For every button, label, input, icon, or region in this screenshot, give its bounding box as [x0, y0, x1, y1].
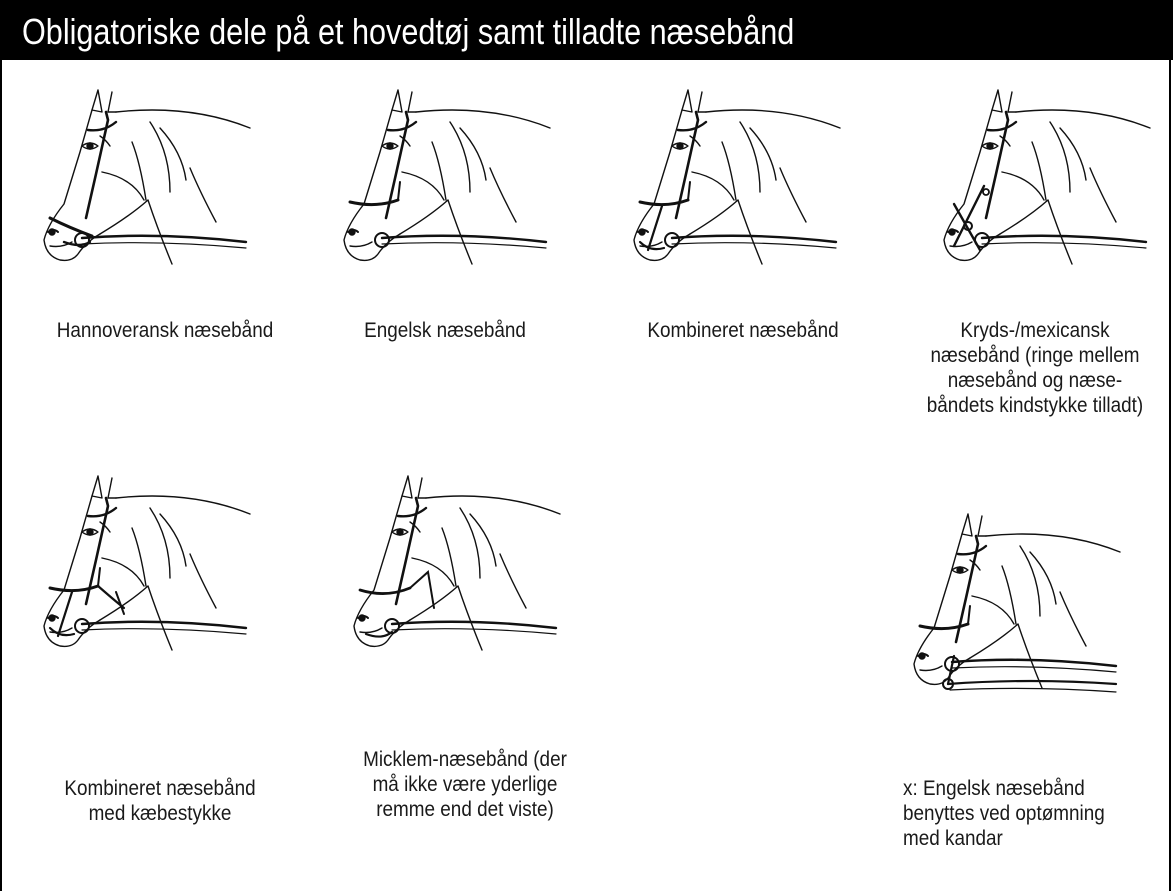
caption-double-bridle: x: Engelsk næsebånd benyttes ved optømni…: [903, 776, 1137, 851]
title-bar: Obligatoriske dele på et hovedtøj samt t…: [0, 0, 1173, 60]
horse-crossed-mexican-noseband-icon: [920, 82, 1170, 282]
horse-combined-jaw-strap-icon: [20, 468, 270, 668]
caption-line: benyttes ved optømning: [903, 802, 1105, 825]
caption-line: Kombineret næsebånd: [64, 777, 256, 800]
caption-english: Engelsk næsebånd: [315, 318, 576, 343]
caption-hanoverian: Hannoveransk næsebånd: [35, 318, 296, 343]
caption-line: Hannoveransk næsebånd: [56, 319, 274, 342]
caption-line: må ikke være yderlige: [372, 773, 558, 796]
caption-line: Micklem-næsebånd (der: [363, 748, 567, 771]
horse-hanoverian-noseband-icon: [20, 82, 270, 282]
caption-line: med kandar: [903, 827, 1003, 850]
page-title: Obligatoriske dele på et hovedtøj samt t…: [22, 11, 795, 52]
horse-english-cavesson-icon: [320, 82, 570, 282]
caption-line: Kryds-/mexicansk: [960, 319, 1110, 342]
caption-combined-jaw: Kombineret næsebånd med kæbestykke: [30, 776, 291, 826]
caption-line: Kombineret næsebånd: [647, 319, 839, 342]
caption-line: x: Engelsk næsebånd: [903, 777, 1085, 800]
caption-line: næsebånd og næse-: [947, 369, 1123, 392]
horse-double-bridle-icon: [890, 506, 1140, 706]
caption-line: Engelsk næsebånd: [364, 319, 526, 342]
caption-line: remme end det viste): [376, 798, 554, 821]
caption-micklem: Micklem-næsebånd (der må ikke være yderl…: [335, 747, 596, 822]
caption-crossed-mexican: Kryds-/mexicansk næsebånd (ringe mellem …: [914, 318, 1157, 418]
caption-line: båndets kindstykke tilladt): [926, 394, 1144, 417]
caption-line: med kæbestykke: [88, 802, 232, 825]
horse-micklem-noseband-icon: [330, 468, 580, 668]
caption-combined: Kombineret næsebånd: [613, 318, 874, 343]
caption-line: næsebånd (ringe mellem: [930, 344, 1140, 367]
horse-combined-noseband-icon: [610, 82, 860, 282]
